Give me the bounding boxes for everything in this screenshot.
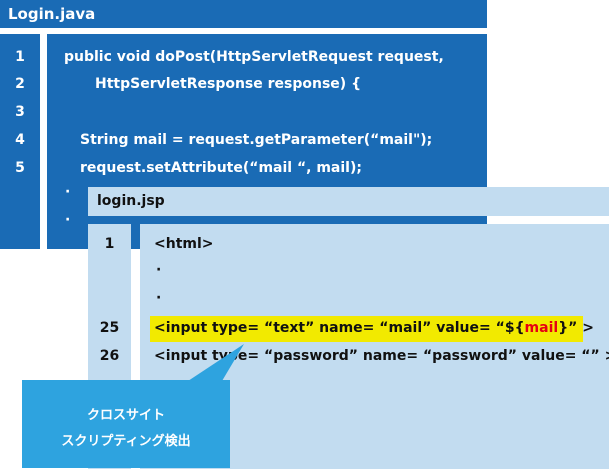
code-line: public void doPost(HttpServletRequest re… — [64, 49, 444, 65]
ellipsis-dot: · — [156, 262, 162, 278]
line-number: 25 — [99, 320, 120, 336]
tainted-variable: mail — [524, 320, 559, 336]
code-text: <input type= “text” name= “mail” value= … — [154, 320, 525, 336]
line-number: 3 — [15, 104, 25, 120]
code-line: String mail = request.getParameter(“mail… — [80, 132, 433, 148]
ellipsis-dot: · — [156, 290, 162, 306]
callout-line: スクリプティング検出 — [61, 434, 191, 449]
line-number: 5 — [15, 160, 25, 176]
xss-detection-callout: クロスサイト スクリプティング検出 — [22, 380, 230, 468]
line-number: 4 — [15, 132, 25, 148]
xss-highlight — [150, 316, 583, 342]
line-number: 26 — [99, 348, 120, 364]
java-file-title: Login.java — [0, 0, 487, 28]
ellipsis-dot: · — [65, 184, 71, 200]
code-text: }” > — [558, 320, 594, 336]
code-line-25: <input type= “text” name= “mail” value= … — [154, 320, 594, 336]
jsp-file-title: login.jsp — [88, 187, 609, 216]
code-line: request.setAttribute(“mail “, mail); — [80, 160, 362, 176]
line-number: 2 — [15, 76, 25, 92]
callout-line: クロスサイト — [86, 408, 165, 423]
line-number: 1 — [104, 236, 115, 252]
java-line-gutter: 1 2 3 4 5 — [0, 34, 40, 249]
code-line: <html> — [154, 236, 214, 252]
line-number: 1 — [15, 49, 25, 65]
ellipsis-dot: · — [65, 212, 71, 228]
code-line-26: <input type= “password” name= “password”… — [154, 348, 609, 364]
code-line: HttpServletResponse response) { — [95, 76, 362, 92]
